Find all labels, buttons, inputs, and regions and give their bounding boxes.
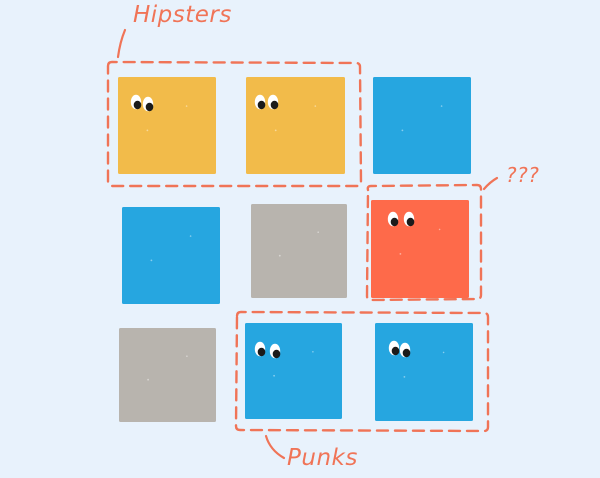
- speck: [273, 374, 275, 377]
- eye-icon: [142, 96, 154, 112]
- speck: [403, 376, 406, 378]
- square-r2c2: [251, 204, 347, 298]
- speck: [317, 231, 320, 233]
- square-body: [373, 77, 471, 174]
- square-r3c2: [245, 323, 342, 419]
- speck: [314, 105, 317, 107]
- speck: [274, 129, 277, 132]
- connector-question: [482, 176, 499, 191]
- square-body: [251, 204, 347, 298]
- pupil: [133, 100, 142, 110]
- pupil: [391, 346, 400, 356]
- square-r3c3: [375, 323, 473, 421]
- label-punks: Punks: [287, 445, 358, 471]
- square-body: [122, 207, 220, 304]
- square-body: [246, 77, 345, 174]
- speck: [399, 253, 402, 255]
- square-r1c1: [118, 77, 216, 174]
- square-body: [371, 200, 469, 298]
- label-hipsters: Hipsters: [133, 2, 232, 28]
- eye-icon: [388, 340, 400, 356]
- square-body: [375, 323, 473, 421]
- eye-icon: [387, 211, 399, 227]
- speck: [150, 259, 153, 262]
- pupil: [402, 348, 411, 358]
- square-r1c3: [373, 77, 471, 174]
- pupil: [257, 100, 266, 110]
- eye-icon: [254, 341, 266, 357]
- group-box-question: [365, 183, 483, 302]
- square-r3c1: [119, 328, 216, 422]
- connector-hipsters: [116, 28, 127, 59]
- speck: [185, 105, 188, 107]
- square-r1c2: [246, 77, 345, 174]
- eye-icon: [254, 94, 266, 110]
- eye-icon: [403, 211, 415, 227]
- speck: [440, 105, 443, 107]
- group-box-hipsters: [106, 60, 363, 188]
- speck: [438, 228, 441, 231]
- speck: [312, 351, 314, 353]
- pupil: [257, 347, 266, 357]
- square-body: [245, 323, 342, 419]
- square-r2c3: [371, 200, 469, 298]
- speck: [147, 378, 150, 381]
- pupil: [272, 349, 281, 359]
- pupil: [145, 102, 154, 112]
- eye-icon: [267, 94, 279, 110]
- group-box-punks: [234, 310, 490, 433]
- square-body: [118, 77, 216, 174]
- pupil: [390, 217, 399, 227]
- eye-icon: [399, 342, 411, 358]
- pupil: [270, 100, 279, 110]
- speck: [278, 254, 281, 257]
- square-body: [119, 328, 216, 422]
- speck: [189, 235, 192, 237]
- square-r2c1: [122, 207, 220, 304]
- speck: [442, 351, 445, 354]
- eye-icon: [130, 94, 142, 110]
- connector-punks: [264, 434, 286, 460]
- speck: [146, 129, 149, 132]
- eye-icon: [269, 343, 281, 359]
- squares: [118, 77, 473, 422]
- speck: [401, 129, 404, 132]
- speck: [186, 355, 188, 358]
- pupil: [406, 217, 415, 227]
- group-outlines: [106, 28, 499, 460]
- label-question-marks: ???: [506, 163, 540, 187]
